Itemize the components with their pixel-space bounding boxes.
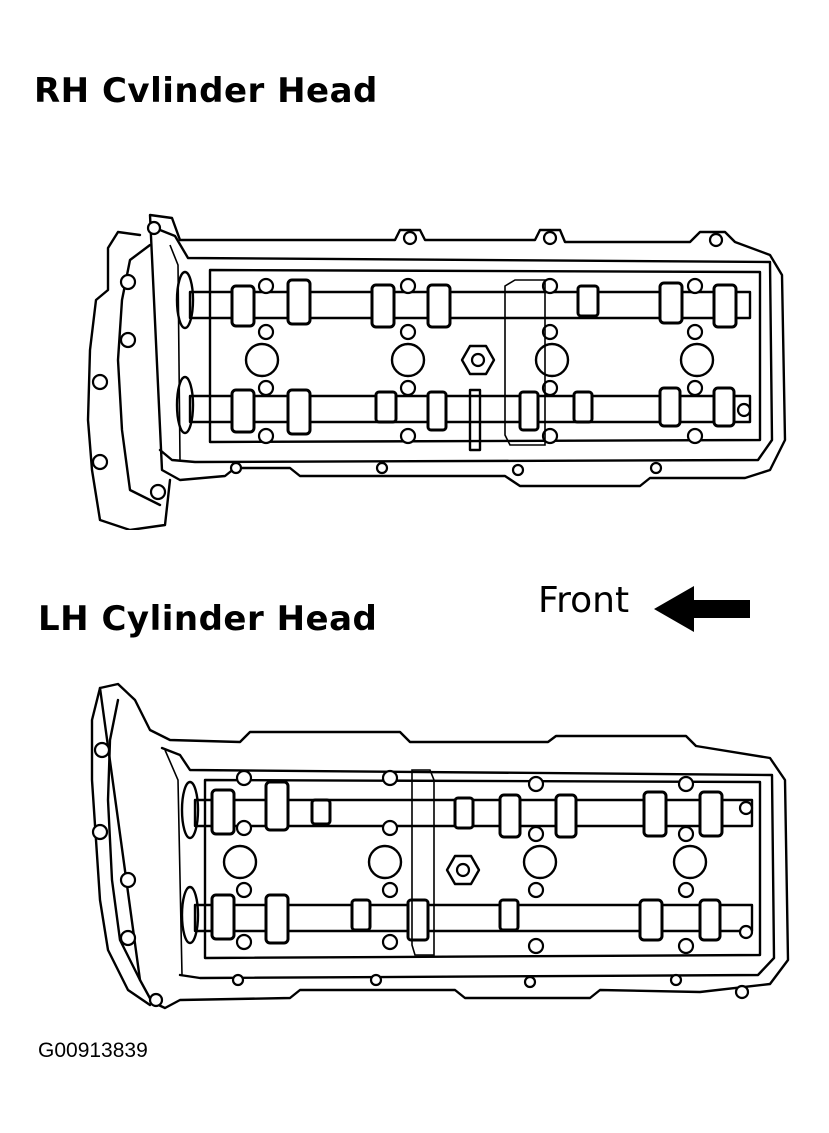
left-arrow-icon [654,586,750,632]
lh-cylinder-head-drawing [90,682,790,1010]
lh-cylinder-head-title: LH Cylinder Head [38,599,378,639]
figure-id-label: G00913839 [38,1039,148,1062]
rh-cylinder-head-drawing [86,213,787,530]
rh-cylinder-head-title: RH Cvlinder Head [34,71,378,111]
front-direction-label: Front [538,580,630,621]
